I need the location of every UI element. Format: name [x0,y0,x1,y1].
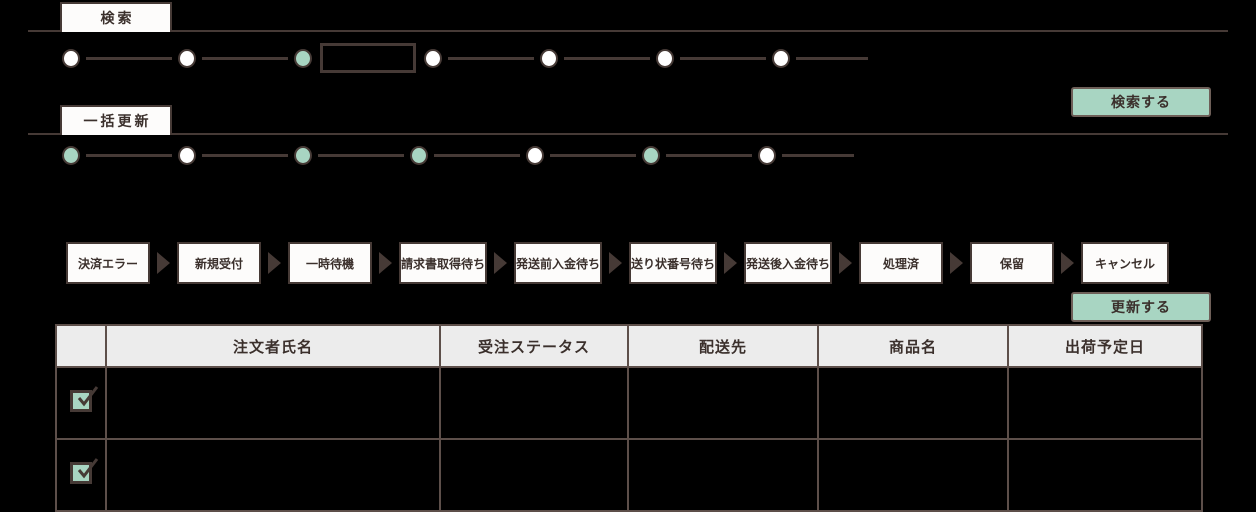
flow-arrow-icon-4 [494,252,507,274]
search-connector-1 [86,56,172,60]
search-connector-2 [202,56,288,60]
cell-customer-name [105,438,441,512]
column-header-product-name[interactable]: 商品名 [817,324,1009,368]
bulk-connector-1 [86,154,172,157]
search-panel: 検索 検索する [0,0,1256,117]
search-button[interactable]: 検索する [1071,87,1211,117]
flow-arrow-icon-9 [1061,252,1074,274]
search-filter-dot-5[interactable] [540,48,558,68]
flow-arrow-icon-8 [950,252,963,274]
search-filter-dot-3[interactable] [294,48,312,68]
bulk-update-field-row: 更新する [0,135,1256,322]
bulk-update-dot-5[interactable] [526,146,544,165]
status-chip-awaiting-invoice[interactable]: 請求書取得待ち [399,242,487,284]
column-header-ship-date[interactable]: 出荷予定日 [1007,324,1203,368]
row-select-cell[interactable] [55,366,107,440]
search-filter-row: 検索する [0,32,1256,117]
bulk-connector-7 [782,154,854,157]
tab-bulk-update[interactable]: 一括更新 [60,105,172,135]
status-chip-on-hold-temp[interactable]: 一時待機 [288,242,372,284]
bulk-update-controls [62,146,860,165]
bulk-update-panel-header: 一括更新 [0,103,1256,135]
orders-table-container: 注文者氏名 受注ステータス 配送先 商品名 出荷予定日 [55,324,1203,512]
bulk-update-panel-divider [28,133,1228,135]
check-mark-icon [77,386,99,407]
column-header-select[interactable] [55,324,107,368]
bulk-update-dot-2[interactable] [178,146,196,165]
status-chip-awaiting-postpayment[interactable]: 発送後入金待ち [744,242,832,284]
cell-product-name [817,366,1009,440]
status-chip-awaiting-tracking-number[interactable]: 送り状番号待ち [629,242,717,284]
bulk-connector-5 [550,154,636,157]
bulk-update-dot-1[interactable] [62,146,80,165]
bulk-update-dot-4[interactable] [410,146,428,165]
status-chip-processed[interactable]: 処理済 [859,242,943,284]
search-panel-divider [28,30,1228,32]
flow-arrow-icon-7 [839,252,852,274]
column-header-order-status[interactable]: 受注ステータス [439,324,629,368]
cell-destination [627,438,819,512]
search-filter-dot-7[interactable] [772,48,790,68]
orders-table: 注文者氏名 受注ステータス 配送先 商品名 出荷予定日 [55,324,1203,512]
flow-arrow-icon-3 [379,252,392,274]
search-connector-6 [796,56,868,60]
row-checkbox-checked-icon[interactable] [70,386,99,412]
bulk-update-dot-6[interactable] [642,146,660,165]
flow-arrow-icon-2 [268,252,281,274]
table-row [55,366,1203,440]
status-chip-awaiting-prepayment[interactable]: 発送前入金待ち [514,242,602,284]
search-input[interactable] [320,43,416,73]
tab-search[interactable]: 検索 [60,2,172,32]
bulk-connector-6 [666,154,752,157]
cell-destination [627,366,819,440]
search-filter-dot-2[interactable] [178,48,196,68]
table-row [55,438,1203,512]
cell-customer-name [105,366,441,440]
status-chip-payment-error[interactable]: 決済エラー [66,242,150,284]
bulk-update-dot-7[interactable] [758,146,776,165]
column-header-customer-name[interactable]: 注文者氏名 [105,324,441,368]
search-panel-header: 検索 [0,0,1256,32]
search-filter-dot-6[interactable] [656,48,674,68]
cell-ship-date [1007,438,1203,512]
flow-arrow-icon-6 [724,252,737,274]
bulk-update-panel: 一括更新 更新する [0,103,1256,322]
bulk-connector-2 [202,154,288,157]
bulk-connector-4 [434,154,520,157]
flow-arrow-icon-5 [609,252,622,274]
cell-order-status [439,438,629,512]
status-chip-reserved[interactable]: 保留 [970,242,1054,284]
search-filter-dot-4[interactable] [424,48,442,68]
bulk-connector-3 [318,154,404,157]
row-select-cell[interactable] [55,438,107,512]
update-button[interactable]: 更新する [1071,292,1211,322]
bulk-update-dot-3[interactable] [294,146,312,165]
status-chip-cancelled[interactable]: キャンセル [1081,242,1169,284]
row-checkbox-checked-icon[interactable] [70,458,99,484]
column-header-destination[interactable]: 配送先 [627,324,819,368]
search-filter-controls [62,43,874,73]
status-chip-new-order[interactable]: 新規受付 [177,242,261,284]
search-connector-4 [564,56,650,60]
search-connector-5 [680,56,766,60]
cell-product-name [817,438,1009,512]
flow-arrow-icon-1 [157,252,170,274]
cell-order-status [439,366,629,440]
search-connector-3 [448,56,534,60]
table-header-row: 注文者氏名 受注ステータス 配送先 商品名 出荷予定日 [55,324,1203,368]
check-mark-icon [77,458,99,479]
status-flow: 決済エラー 新規受付 一時待機 請求書取得待ち 発送前入金待ち 送り状番号待ち … [66,242,1169,284]
search-filter-dot-1[interactable] [62,48,80,68]
cell-ship-date [1007,366,1203,440]
